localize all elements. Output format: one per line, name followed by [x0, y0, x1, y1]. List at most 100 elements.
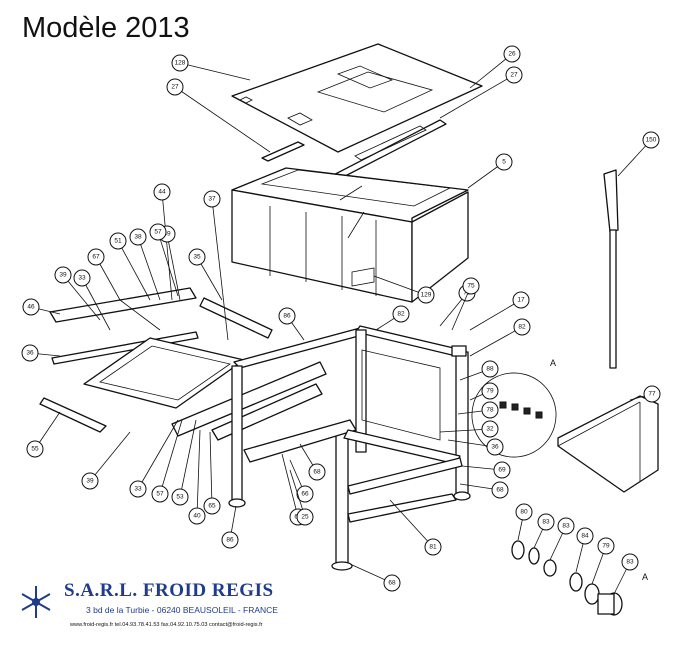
callout-label: 81: [429, 544, 437, 551]
callout-bubble: [21, 344, 39, 362]
callout-bubble: [481, 401, 499, 419]
callout-label: 5: [502, 159, 506, 166]
callout-label: 27: [171, 84, 179, 91]
callout-label: 79: [602, 543, 610, 550]
callout-leader: [81, 277, 111, 331]
callout-leader: [89, 431, 131, 482]
callout-label: 150: [646, 137, 657, 144]
callout-label: 88: [486, 366, 494, 373]
callout-leader: [137, 236, 161, 301]
callout-bubble: [203, 497, 221, 515]
callout-leader: [211, 198, 229, 341]
callout-bubble: [503, 45, 521, 63]
callout-label: 68: [496, 487, 504, 494]
callout-label: 38: [134, 234, 142, 241]
callout-bubble: [505, 66, 523, 84]
callout-label: 17: [517, 297, 525, 304]
callout-label: 129: [421, 292, 432, 299]
callout-leader: [196, 429, 201, 517]
callout-leader: [469, 53, 513, 89]
callout-bubble: [621, 553, 639, 571]
callout-label: 37: [208, 196, 216, 203]
callout-bubble: [129, 480, 147, 498]
callout-label: 57: [154, 229, 162, 236]
fittings: A: [511, 540, 648, 616]
scraper-tool: [603, 169, 619, 369]
callout-leader: [209, 431, 213, 507]
callout-label: 46: [27, 304, 35, 311]
callout-label: 83: [542, 519, 550, 526]
detail-letter: A: [550, 358, 556, 368]
callout-label: 55: [31, 446, 39, 453]
callout-bubble: [557, 517, 575, 535]
callout-bubble: [537, 513, 555, 531]
callout-label: 75: [467, 283, 475, 290]
callout-label: 32: [486, 426, 494, 433]
callout-bubble: [73, 269, 91, 287]
callout-bubble: [481, 382, 499, 400]
svg-text:A: A: [642, 572, 648, 582]
callout-label: 39: [86, 478, 94, 485]
callout-label: 39: [59, 272, 67, 279]
callout-bubble: [153, 183, 171, 201]
callout-bubble: [424, 538, 442, 556]
callout-bubble: [171, 488, 189, 506]
base-frame: [228, 325, 471, 571]
callout-label: 79: [486, 388, 494, 395]
callout-label: 66: [301, 491, 309, 498]
control-panel: [557, 395, 659, 493]
callout-label: 53: [176, 494, 184, 501]
callout-label: 36: [26, 350, 34, 357]
callout-label: 65: [208, 503, 216, 510]
callout-label: 86: [226, 537, 234, 544]
callout-bubble: [296, 508, 314, 526]
callout-bubble: [493, 461, 511, 479]
callout-bubble: [308, 463, 326, 481]
callout-label: 33: [78, 275, 86, 282]
callout-leader: [389, 499, 434, 548]
company-contact: www.froid-regis.fr tel.04.93.78.41.53 fa…: [70, 622, 263, 628]
callout-leader: [157, 231, 179, 297]
callout-bubble: [87, 248, 105, 266]
callout-label: 128: [175, 60, 186, 67]
callout-bubble: [203, 190, 221, 208]
callout-bubble: [296, 485, 314, 503]
callout-label: 40: [193, 513, 201, 520]
page-title: Modèle 2013: [22, 12, 190, 44]
callout-bubble: [151, 485, 169, 503]
callout-leader: [117, 240, 151, 301]
callout-leader: [179, 62, 251, 81]
callout-label: 84: [581, 533, 589, 540]
callout-bubble: [643, 385, 661, 403]
callout-leader: [373, 275, 427, 296]
callout-bubble: [221, 531, 239, 549]
callout-label: 44: [158, 189, 166, 196]
callout-leader: [166, 233, 181, 301]
callout-bubble: [417, 286, 435, 304]
callout-leader: [179, 419, 197, 498]
callout-label: 86: [283, 313, 291, 320]
callout-leader: [174, 86, 271, 153]
callout-leader: [137, 419, 179, 490]
callout-label: 82: [397, 311, 405, 318]
callout-label: 68: [388, 580, 396, 587]
callout-bubble: [642, 131, 660, 149]
callout-label: 67: [92, 254, 100, 261]
callout-bubble: [149, 223, 167, 241]
callout-leader: [161, 191, 173, 301]
callout-label: 27: [510, 72, 518, 79]
callout-leader: [439, 74, 515, 119]
callout-bubble: [491, 481, 509, 499]
callout-label: 69: [498, 467, 506, 474]
callout-label: 26: [508, 51, 516, 58]
drawer-assembly: [39, 287, 327, 441]
callout-leader: [281, 453, 299, 518]
callout-bubble: [171, 54, 189, 72]
callout-bubble: [392, 305, 410, 323]
callout-bubble: [481, 360, 499, 378]
callout-bubble: [495, 153, 513, 171]
snowflake-icon: [16, 580, 56, 632]
